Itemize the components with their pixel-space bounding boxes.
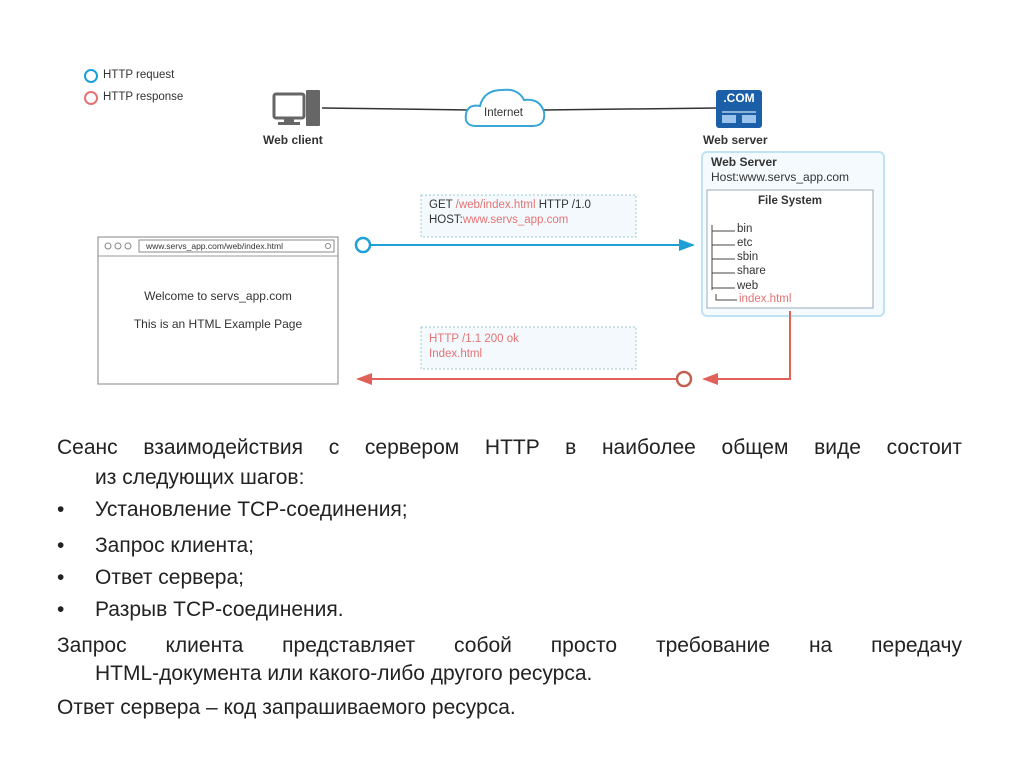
paragraph-3: Ответ сервера – код запрашиваемого ресур… xyxy=(57,696,516,719)
response-legend-icon xyxy=(84,91,98,105)
browser-line1: Welcome to servs_app.com xyxy=(144,289,292,303)
dir-item: etc xyxy=(737,237,753,249)
dir-item: share xyxy=(737,265,766,277)
bullet-icon: • xyxy=(57,566,65,589)
dir-item: bin xyxy=(737,223,753,235)
fs-title: File System xyxy=(758,195,822,207)
paragraph-1: Сеанс взаимодействия с сервером HTTP в н… xyxy=(57,436,962,459)
request-start-icon xyxy=(354,236,372,254)
paragraph-1-cont: из следующих шагов: xyxy=(95,466,305,489)
dir-item: web xyxy=(737,280,759,292)
bullet-icon: • xyxy=(57,534,65,557)
web-server-label: Web server xyxy=(703,133,768,147)
request-legend-icon xyxy=(84,69,98,83)
com-label: .COM xyxy=(723,91,755,105)
browser-line2: This is an HTML Example Page xyxy=(133,317,303,331)
bullet-item: Разрыв TCP-соединения. xyxy=(95,598,344,621)
response-start-icon xyxy=(675,370,693,388)
paragraph-2: Запрос клиента представляет собой просто… xyxy=(57,634,962,657)
bullet-item: Установление TCP-соединения; xyxy=(95,498,408,521)
file-item: index.html xyxy=(739,293,792,305)
bullet-icon: • xyxy=(57,498,65,521)
server-host: Host:www.servs_app.com xyxy=(711,170,850,184)
computer-icon xyxy=(272,90,320,126)
response-status: HTTP /1.1 200 ok xyxy=(429,333,519,345)
paragraph-2-cont: HTML-документа или какого-либо другого р… xyxy=(95,662,593,685)
internet-label: Internet xyxy=(484,107,523,119)
bullet-item: Запрос клиента; xyxy=(95,534,255,557)
browser-url: www.servs_app.com/web/index.html xyxy=(146,241,284,251)
internet-cloud-icon xyxy=(464,88,546,127)
server-box-title: Web Server xyxy=(711,155,777,169)
legend-request: HTTP request xyxy=(103,69,175,81)
browser-window xyxy=(97,236,339,385)
web-client-label: Web client xyxy=(263,133,323,147)
server-com-icon xyxy=(716,90,762,128)
bullet-icon: • xyxy=(57,598,65,621)
bullet-item: Ответ сервера; xyxy=(95,566,244,589)
response-arrow-server xyxy=(702,311,791,385)
response-body: Index.html xyxy=(429,348,483,360)
request-line: GET /web/index.html HTTP /1.0 xyxy=(429,199,591,211)
legend-response: HTTP response xyxy=(103,91,184,103)
dir-item: sbin xyxy=(737,251,759,263)
request-host: HOST:www.servs_app.com xyxy=(429,214,569,226)
